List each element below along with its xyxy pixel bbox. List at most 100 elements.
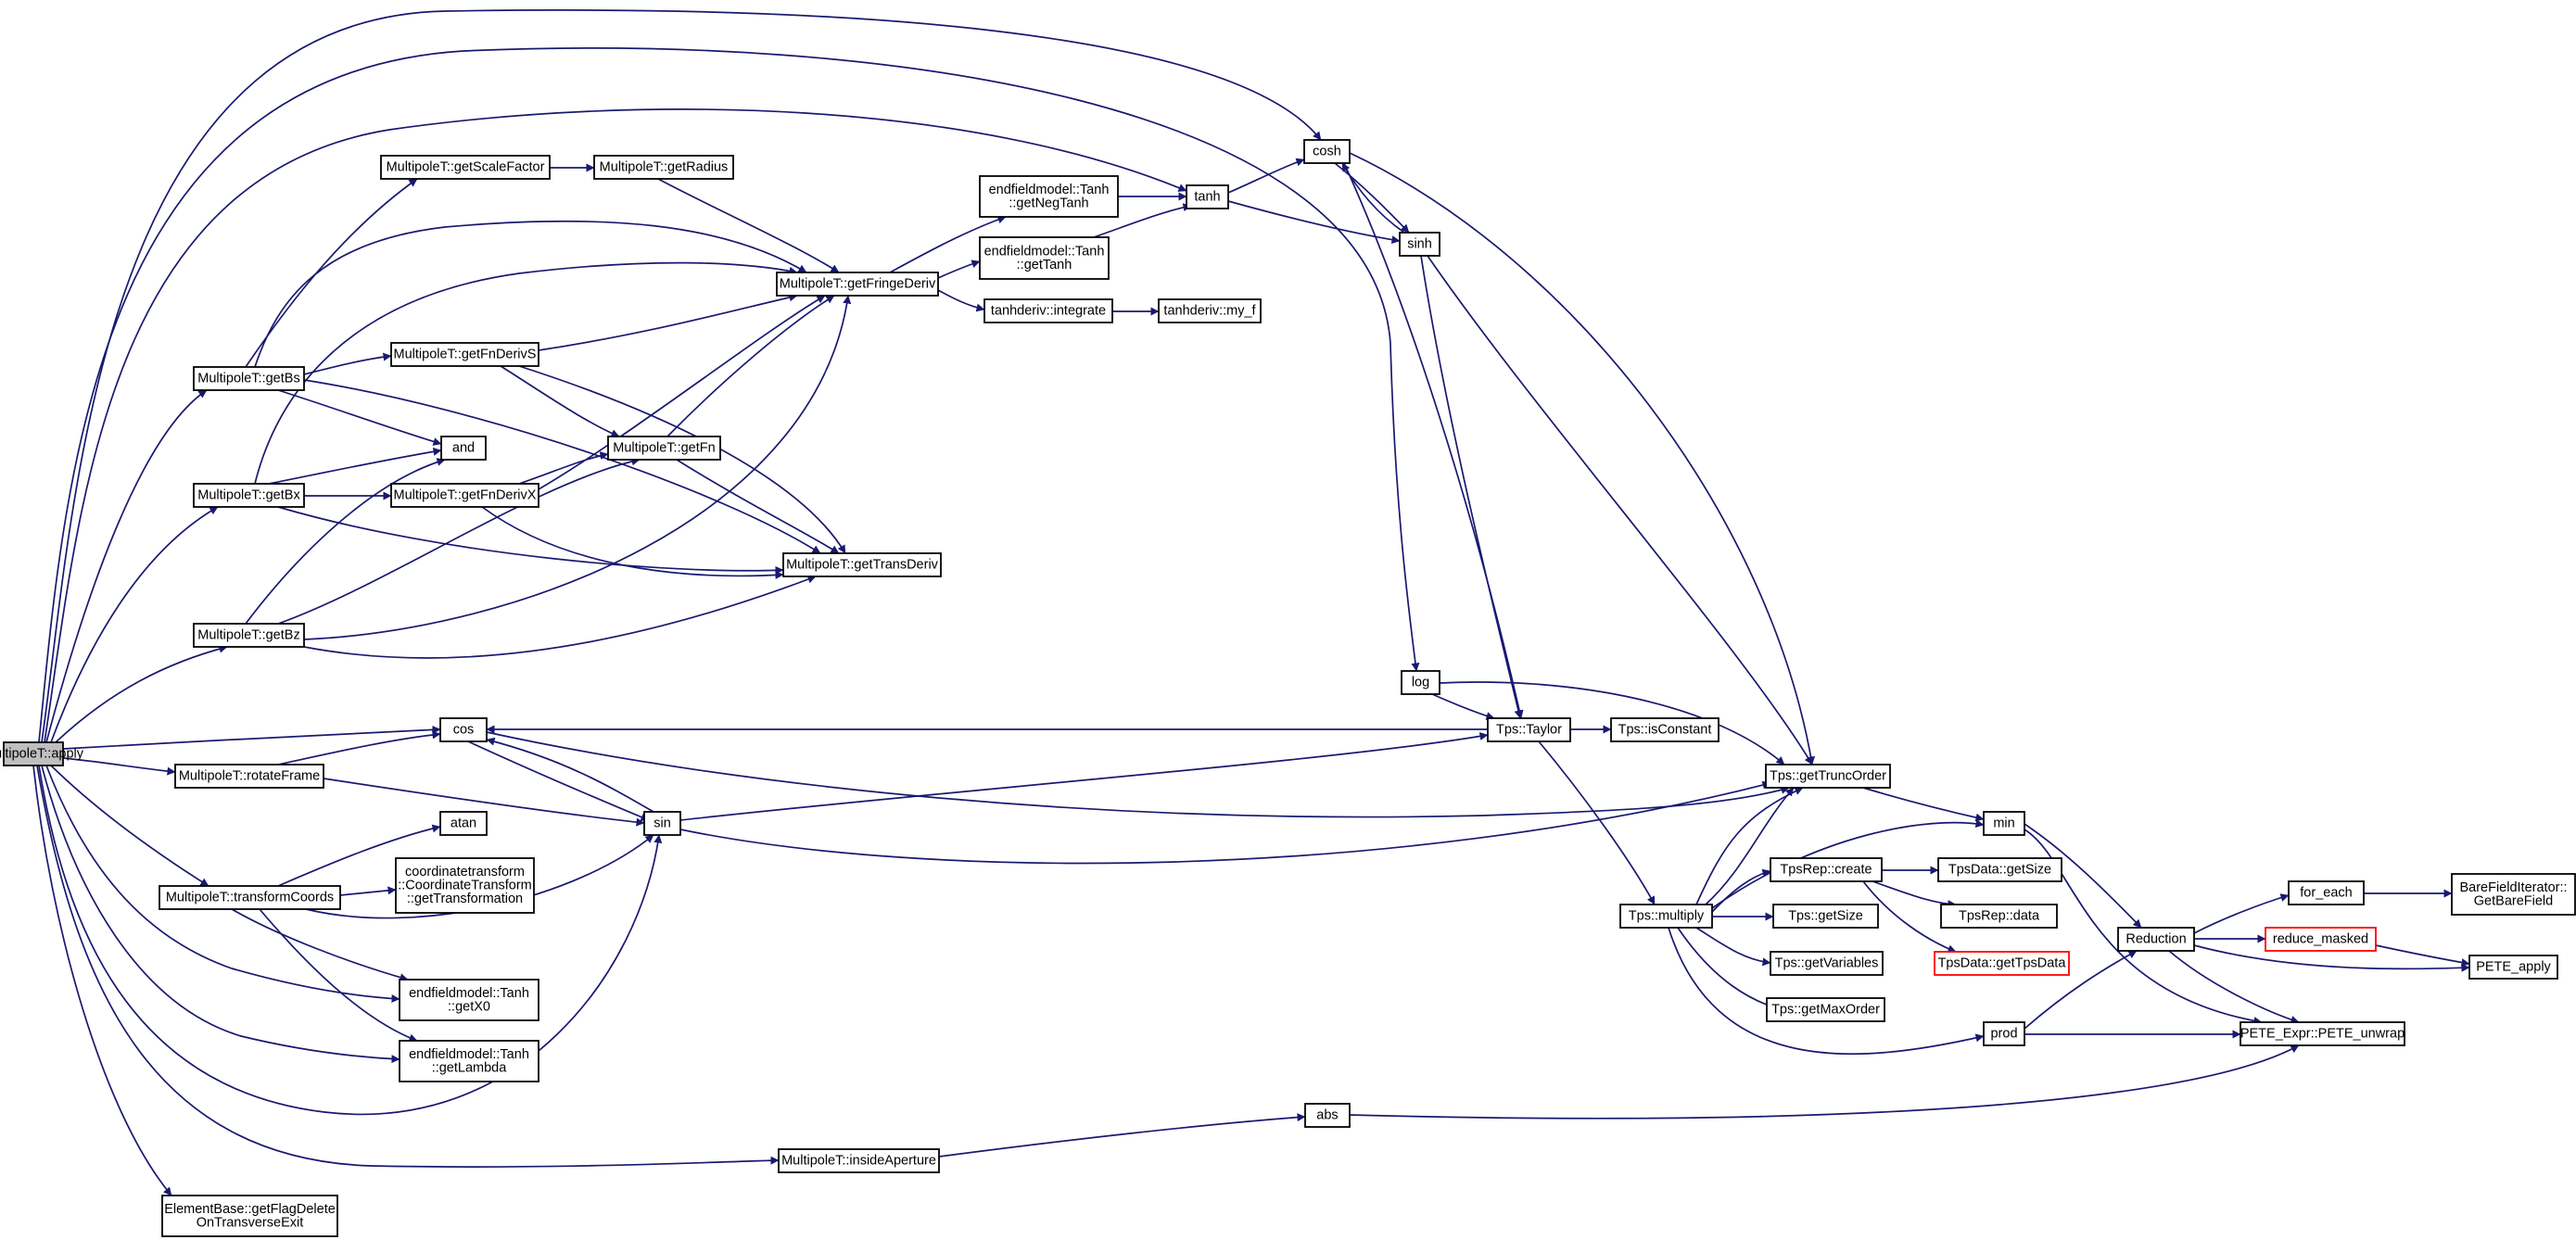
node-box — [1766, 997, 1885, 1022]
node-cos[interactable]: cos — [439, 717, 488, 742]
edge-sinh-to-Taylor — [1420, 255, 1523, 719]
node-getFringeDeriv[interactable]: MultipoleT::getFringeDeriv — [776, 272, 939, 297]
node-rotateFrame[interactable]: MultipoleT::rotateFrame — [174, 764, 324, 789]
node-box — [193, 623, 305, 648]
node-reduce_masked[interactable]: reduce_masked — [2265, 927, 2377, 952]
node-label: BareFieldIterator:: — [2459, 880, 2567, 895]
node-integrate[interactable]: tanhderiv::integrate — [983, 298, 1113, 323]
node-TpsDataGetSize[interactable]: TpsData::getSize — [1937, 857, 2062, 882]
node-getRadius[interactable]: MultipoleT::getRadius — [593, 155, 734, 180]
node-sin[interactable]: sin — [643, 811, 681, 836]
edge-getBx-to-getTransDeriv — [277, 506, 784, 575]
node-label: Reduction — [2126, 932, 2186, 947]
node-transformCoords[interactable]: MultipoleT::transformCoords — [159, 885, 341, 910]
node-label: and — [452, 441, 475, 456]
edge-apply-to-tanh — [44, 108, 1187, 743]
node-sinh[interactable]: sinh — [1399, 232, 1440, 257]
edge-getFringeDeriv-to-getTanh — [937, 259, 981, 279]
node-TpsRepData[interactable]: TpsRep::data — [1940, 904, 2058, 929]
node-label: ::CoordinateTransform — [398, 879, 532, 893]
edge-apply-to-cos — [62, 725, 441, 750]
edge-sin-to-Taylor — [679, 732, 1489, 821]
edge-getFnDerivS-to-getFn — [500, 365, 620, 437]
edge-transformCoords-to-getLambda — [259, 908, 418, 1043]
node-label: atan — [450, 816, 476, 831]
node-log[interactable]: log — [1401, 670, 1440, 695]
node-getNegTanh[interactable]: endfieldmodel::Tanh::getNegTanh — [979, 175, 1119, 218]
node-box — [159, 885, 341, 910]
edge-multiply-to-getVariables — [1695, 927, 1771, 967]
edge-reduce_masked-to-PETE_apply — [2375, 944, 2470, 967]
node-TpsRepCreate[interactable]: TpsRep::create — [1770, 857, 1883, 882]
node-getTpsData[interactable]: TpsData::getTpsData — [1934, 951, 2070, 976]
edges — [32, 9, 2470, 1196]
node-apply[interactable]: MultipoleT::apply — [0, 741, 84, 766]
nodes: MultipoleT::apply MultipoleT::getScaleFac… — [0, 139, 2576, 1237]
edge-min-to-Reduction — [2024, 823, 2142, 929]
edge-getTruncOrder-to-min — [1862, 787, 1985, 822]
node-isConstant[interactable]: Tps::isConstant — [1610, 717, 1719, 742]
node-min[interactable]: min — [1983, 811, 2025, 836]
node-label: PETE_apply — [2476, 960, 2551, 975]
node-Taylor[interactable]: Tps::Taylor — [1487, 717, 1571, 742]
node-label: TpsData::getSize — [1948, 863, 2051, 878]
node-PETE_apply[interactable]: PETE_apply — [2468, 955, 2558, 980]
node-box — [643, 811, 681, 836]
node-GetBareField[interactable]: BareFieldIterator::GetBareField — [2451, 873, 2576, 916]
node-box — [1158, 298, 1262, 323]
node-insideAperture[interactable]: MultipoleT::insideAperture — [778, 1148, 940, 1173]
node-getTransformation[interactable]: coordinatetransform::CoordinateTransform… — [395, 857, 535, 914]
node-box — [439, 717, 488, 742]
node-getTruncOrder[interactable]: Tps::getTruncOrder — [1765, 764, 1891, 789]
node-box — [399, 1040, 539, 1082]
node-atan[interactable]: atan — [439, 811, 488, 836]
edge-getBs-to-getFnDerivS — [303, 352, 392, 375]
node-getTransDeriv[interactable]: MultipoleT::getTransDeriv — [782, 552, 942, 577]
node-getLambda[interactable]: endfieldmodel::Tanh::getLambda — [399, 1040, 539, 1082]
node-label: for_each — [2300, 886, 2352, 901]
edge-multiply-to-getTruncOrder — [1695, 787, 1804, 905]
node-getBs[interactable]: MultipoleT::getBs — [193, 366, 305, 391]
node-label: Tps::multiply — [1629, 909, 1705, 924]
node-box — [1934, 951, 2070, 976]
node-multiply[interactable]: Tps::multiply — [1619, 904, 1713, 929]
node-for_each[interactable]: for_each — [2288, 880, 2365, 905]
node-my_f[interactable]: tanhderiv::my_f — [1158, 298, 1262, 323]
node-getFnDerivX[interactable]: MultipoleT::getFnDerivX — [390, 483, 539, 508]
node-getBx[interactable]: MultipoleT::getBx — [193, 483, 305, 508]
node-getFn[interactable]: MultipoleT::getFn — [607, 436, 721, 461]
node-label: ::getX0 — [448, 999, 490, 1014]
edge-apply-to-rotateFrame — [62, 757, 176, 776]
edge-getBs-to-getFringeDeriv — [254, 220, 807, 368]
node-TpsGetSize[interactable]: Tps::getSize — [1772, 904, 1879, 929]
node-tanh[interactable]: tanh — [1186, 184, 1229, 209]
node-abs[interactable]: abs — [1304, 1103, 1351, 1128]
node-getX0[interactable]: endfieldmodel::Tanh::getX0 — [399, 979, 539, 1021]
node-getVariables[interactable]: Tps::getVariables — [1770, 951, 1884, 976]
node-label: Tps::Taylor — [1496, 723, 1562, 738]
node-label: MultipoleT::transformCoords — [166, 891, 334, 905]
node-prod[interactable]: prod — [1983, 1021, 2025, 1046]
edge-cosh-to-getTruncOrder — [1349, 152, 1815, 766]
node-getFlagDelete[interactable]: ElementBase::getFlagDeleteOnTransverseEx… — [161, 1195, 338, 1237]
node-label: MultipoleT::getTransDeriv — [786, 558, 939, 573]
node-PETE_unwrap[interactable]: PETE_Expr::PETE_unwrap — [2240, 1021, 2405, 1046]
node-box — [1399, 232, 1440, 257]
node-cosh[interactable]: cosh — [1303, 139, 1351, 164]
node-getMaxOrder[interactable]: Tps::getMaxOrder — [1766, 997, 1885, 1022]
node-and[interactable]: and — [440, 436, 487, 461]
node-label: MultipoleT::getFn — [613, 441, 715, 456]
node-label: ::getTanh — [1017, 258, 1072, 272]
node-box — [390, 342, 539, 367]
node-getFnDerivS[interactable]: MultipoleT::getFnDerivS — [390, 342, 539, 367]
edge-Taylor-to-multiply — [1538, 740, 1656, 905]
node-box — [782, 552, 942, 577]
node-Reduction[interactable]: Reduction — [2117, 927, 2195, 952]
node-label: MultipoleT::getFnDerivX — [394, 488, 537, 503]
node-getTanh[interactable]: endfieldmodel::Tanh::getTanh — [979, 236, 1110, 280]
node-getBz[interactable]: MultipoleT::getBz — [193, 623, 305, 648]
node-label: MultipoleT::getFnDerivS — [394, 348, 537, 362]
node-label: cosh — [1313, 145, 1341, 159]
node-label: tanhderiv::my_f — [1163, 304, 1256, 319]
node-getScaleFactor[interactable]: MultipoleT::getScaleFactor — [380, 155, 551, 180]
